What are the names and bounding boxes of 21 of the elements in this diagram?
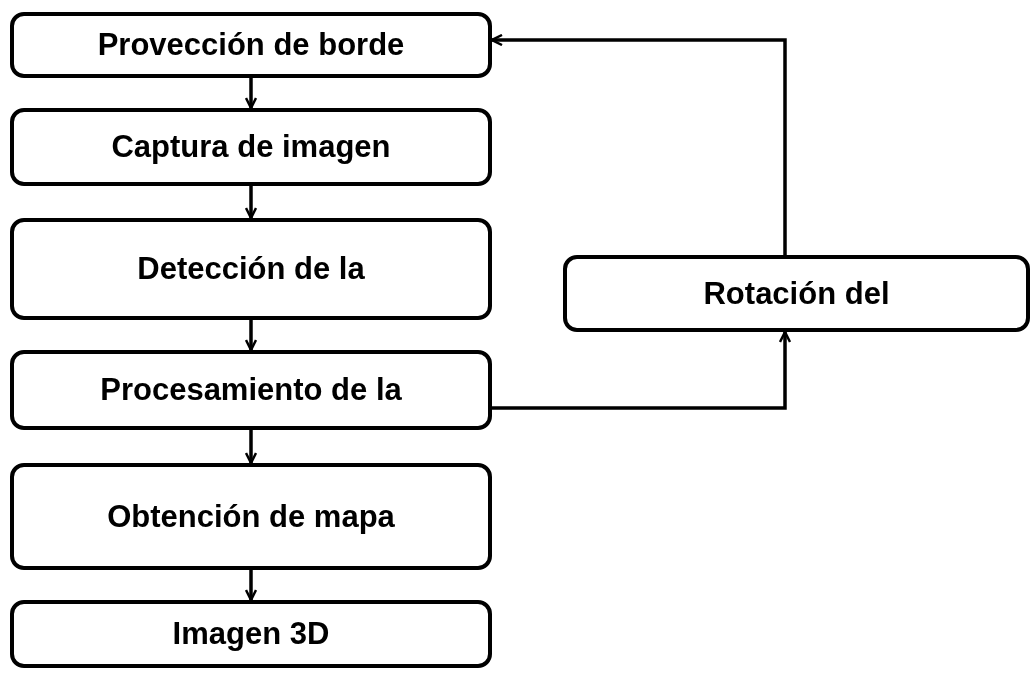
process-box	[10, 350, 492, 430]
process-box	[563, 255, 1030, 332]
arrow	[244, 430, 258, 465]
arrow	[492, 330, 792, 410]
process-box	[10, 600, 492, 668]
box-label: Detección de la	[137, 251, 365, 287]
box-label: Captura de imagen	[111, 129, 391, 165]
process-box	[10, 108, 492, 186]
arrow	[244, 186, 258, 220]
arrow	[244, 570, 258, 602]
arrow	[244, 78, 258, 110]
box-label: Rotación del	[703, 275, 890, 312]
box-label: Provección de borde	[97, 27, 405, 63]
process-box	[10, 218, 492, 320]
box-label: Procesamiento de la	[100, 372, 402, 408]
process-box	[10, 12, 492, 78]
arrow	[244, 320, 258, 352]
arrow	[490, 33, 787, 255]
box-label: Imagen 3D	[172, 616, 330, 652]
box-label: Obtención de mapa	[107, 498, 395, 535]
process-box	[10, 463, 492, 570]
